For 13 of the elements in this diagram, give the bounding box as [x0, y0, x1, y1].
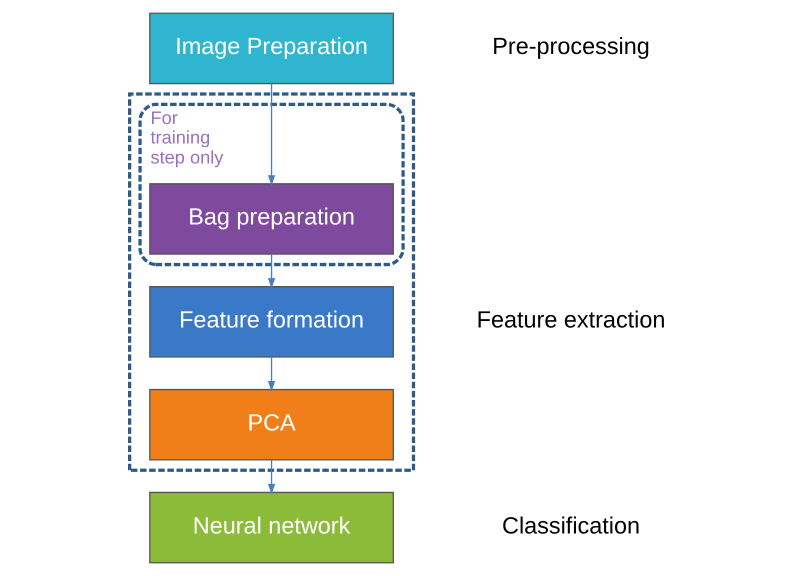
label: Classification	[502, 512, 640, 538]
node-box: Neural network	[148, 492, 394, 564]
arrow	[267, 84, 275, 186]
arrow	[267, 460, 275, 494]
label: Pre-processing	[492, 33, 650, 60]
arrow	[267, 254, 275, 289]
node-box: PCA	[148, 388, 394, 461]
node-box: Bag preparation	[148, 183, 394, 255]
arrow	[267, 357, 275, 392]
node-box: Feature formation	[148, 286, 394, 358]
cluster	[128, 92, 415, 472]
node-box: Image Preparation	[148, 12, 394, 84]
label: Feature extraction	[476, 306, 665, 333]
